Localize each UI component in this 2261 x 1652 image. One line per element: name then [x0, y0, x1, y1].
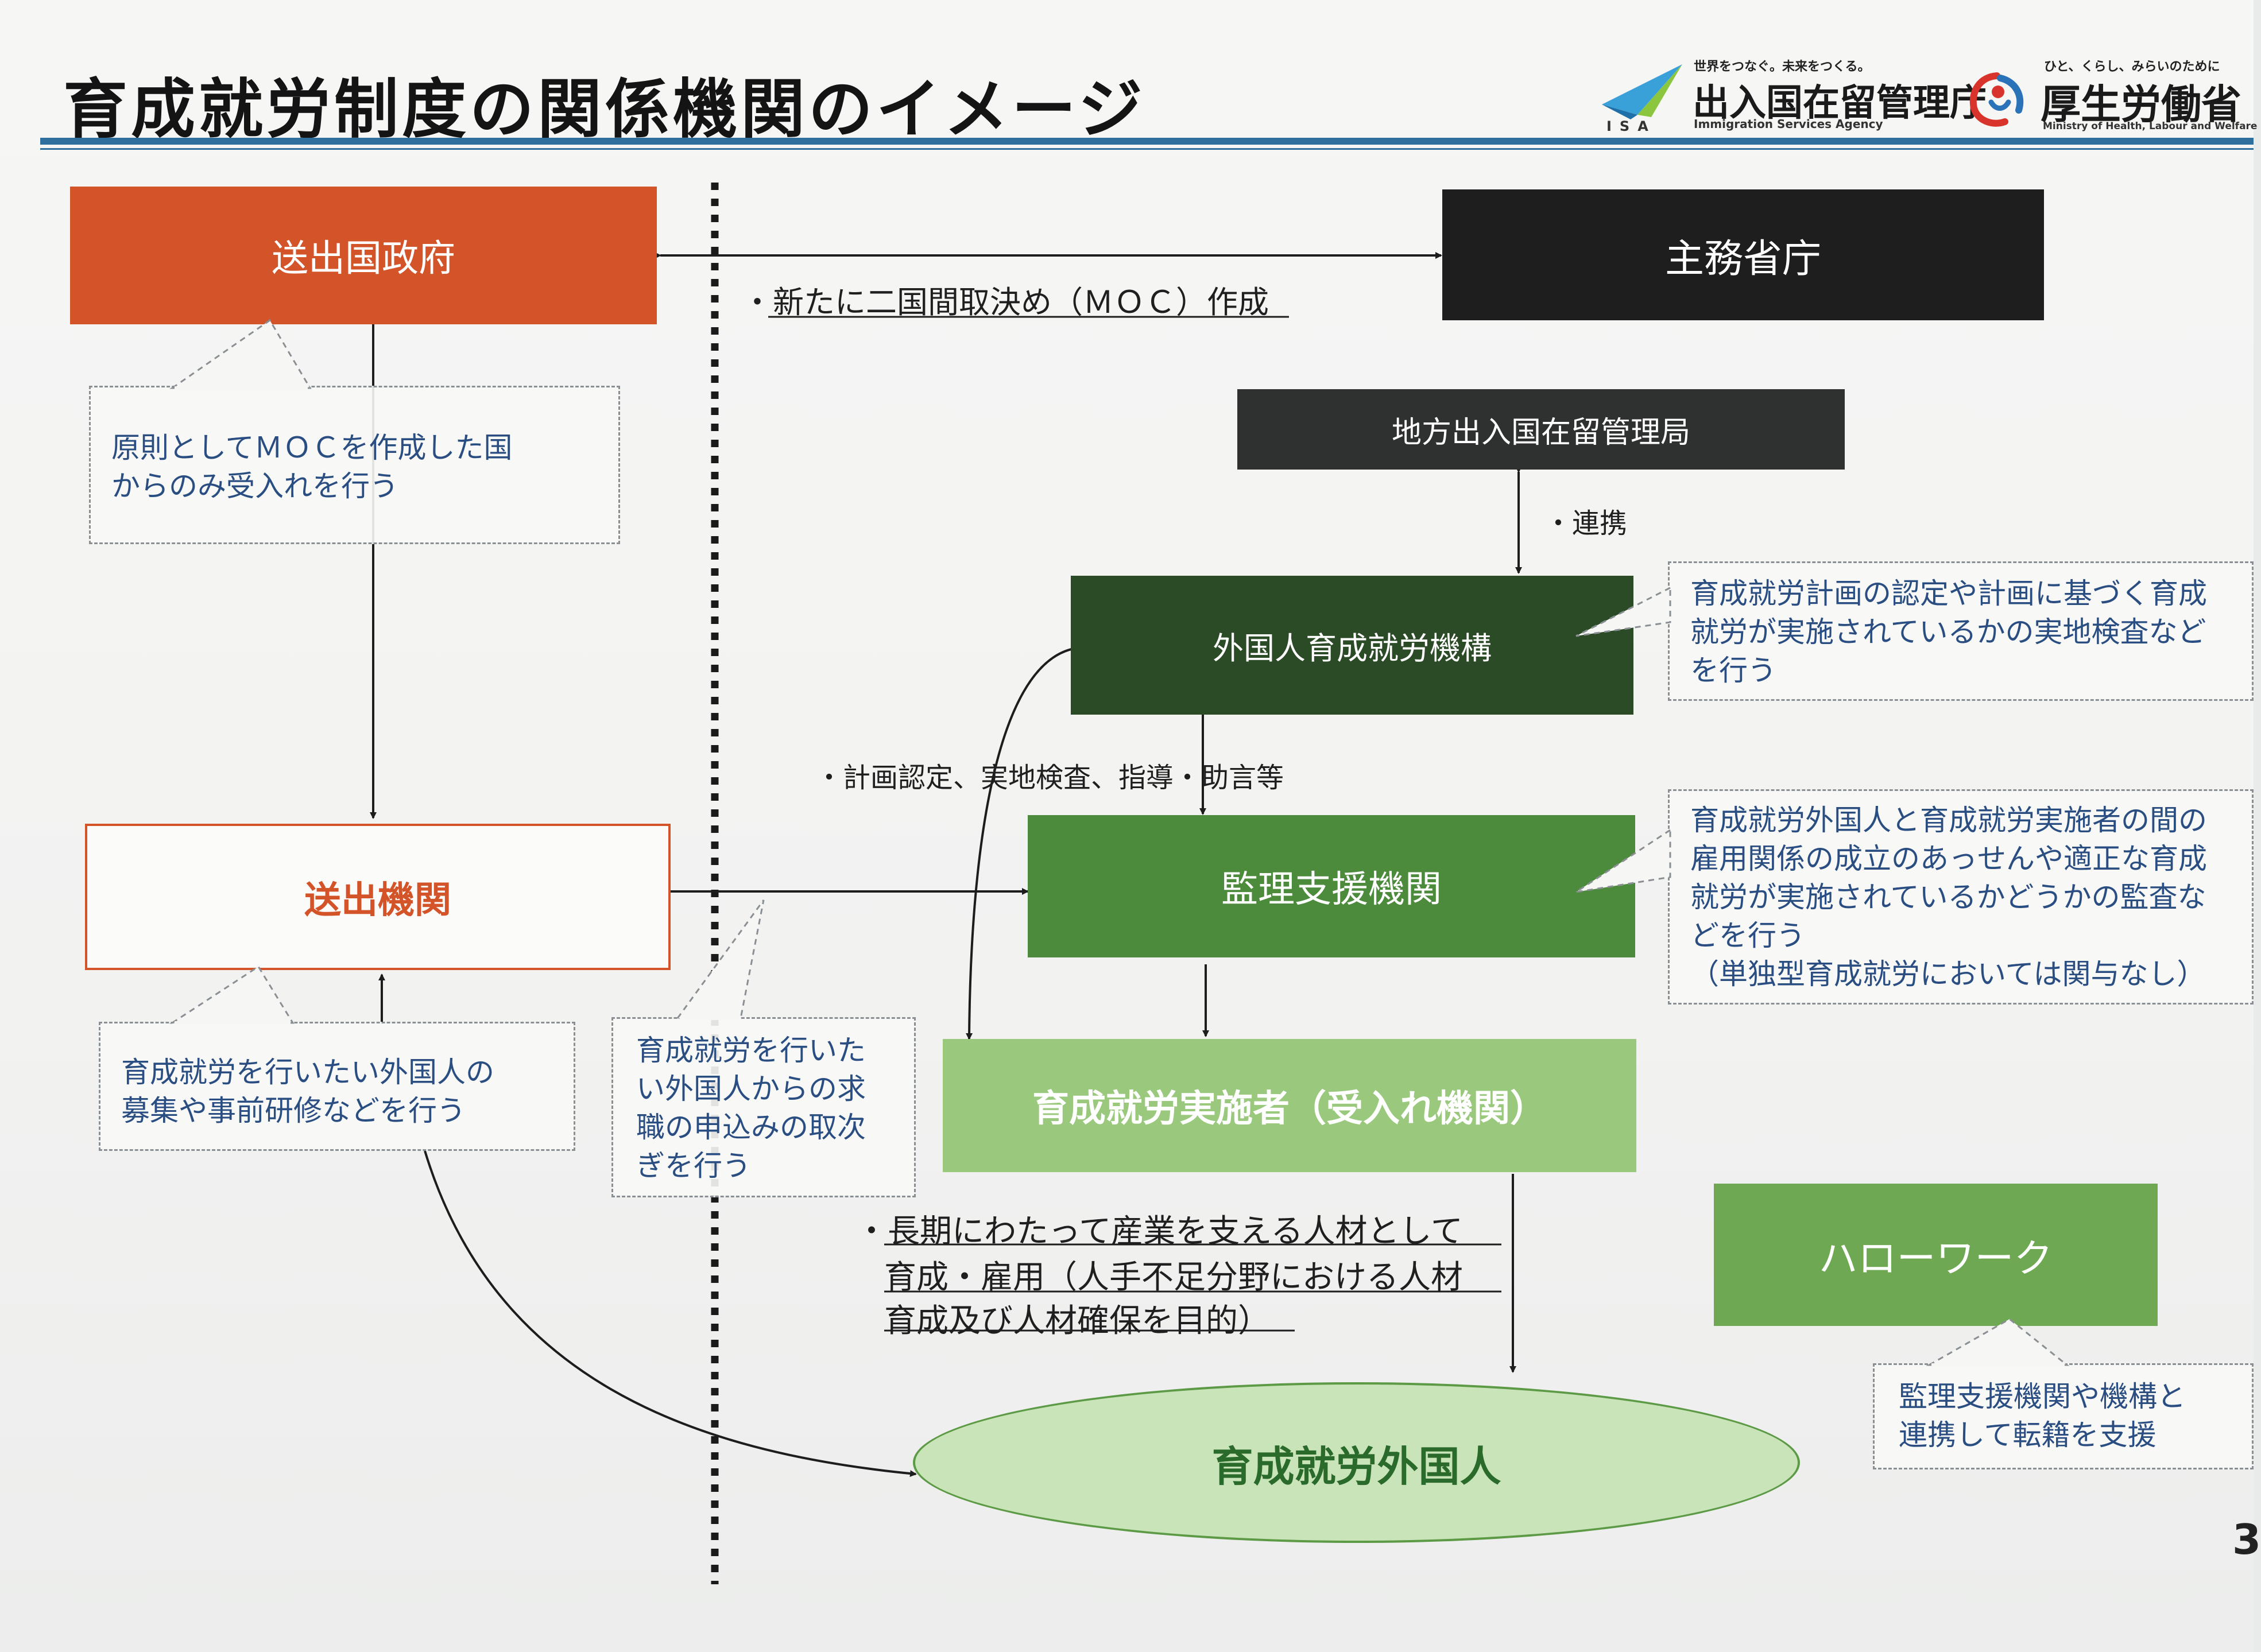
node-competent-ministries: 主務省庁: [1442, 189, 2044, 320]
callout-line: 育成就労を行いたい外国人の: [121, 1056, 494, 1089]
callout-line: どを行う: [1690, 919, 1805, 952]
callout-line: 育成就労外国人と育成就労実施者の間の: [1690, 804, 2207, 837]
callout-line: （単独型育成就労においては関与なし）: [1690, 957, 2206, 991]
isa-tagline: 世界をつなぐ。未来をつくる。: [1694, 60, 1871, 74]
isa-mark: ISA: [1606, 118, 1656, 134]
callout-pointer: [1575, 586, 1671, 637]
mhlw-logo: ひと、くらし、みらいのために 厚生労働省 Ministry of Health,…: [1964, 56, 2258, 137]
node-supervising-support-organization: 監理支援機関: [1028, 815, 1635, 957]
callout-line: からのみ受入れを行う: [111, 470, 398, 503]
node-sending-organization: 送出機関: [85, 824, 671, 970]
label-long-term-line: 育成・雇用（人手不足分野における人材: [884, 1259, 1463, 1296]
node-regional-immigration-bureau: 地方出入国在留管理局: [1237, 389, 1845, 470]
callout-line: 就労が実施されているかの実地検査など: [1690, 615, 2206, 649]
label-cooperation: ・連携: [1544, 507, 1628, 540]
callout-transfer-support: 監理支援機関や機構と 連携して転籍を支援: [1873, 1363, 2254, 1469]
title-underline-thin: [40, 148, 2254, 150]
mhlw-english: Ministry of Health, Labour and Welfare: [2043, 121, 2258, 132]
callout-line: 原則としてＭＯＣを作成した国: [111, 431, 513, 464]
callout-line: い外国人からの求: [636, 1072, 866, 1106]
label-long-term-line: ・長期にわたって産業を支える人材として: [855, 1213, 1463, 1250]
callout-recruitment: 育成就労を行いたい外国人の 募集や事前研修などを行う: [99, 1022, 575, 1151]
isa-name: 出入国在留管理庁: [1693, 82, 1987, 125]
callout-supervising-role: 育成就労外国人と育成就労実施者の間の 雇用関係の成立のあっせんや適正な育成 就労…: [1668, 789, 2254, 1005]
node-foreign-trainee: 育成就労外国人: [913, 1382, 1800, 1543]
isa-english: Immigration Services Agency: [1694, 117, 1883, 131]
node-sending-government: 送出国政府: [70, 187, 657, 324]
callout-pointer: [1926, 1318, 2070, 1367]
title-underline: [40, 138, 2254, 145]
mhlw-tagline: ひと、くらし、みらいのために: [2044, 60, 2220, 74]
label-long-term-line: 育成及び人材確保を目的）: [884, 1302, 1270, 1340]
label-plan-certification: ・計画認定、実地検査、指導・助言等: [815, 762, 1284, 794]
callout-line: 募集や事前研修などを行う: [121, 1094, 466, 1127]
callout-line: 監理支援機関や機構と: [1899, 1380, 2186, 1413]
callout-line: 就労が実施されているかどうかの監査な: [1690, 881, 2206, 914]
isa-paper-plane-icon: [1602, 64, 1682, 119]
callout-pointer: [169, 319, 312, 390]
label-long-term: ・長期にわたって産業を支える人材として 育成・雇用（人手不足分野における人材 育…: [855, 1205, 1463, 1340]
isa-logo: ISA 世界をつなぐ。未来をつくる。 出入国在留管理庁 Immigration …: [1596, 56, 1987, 137]
callout-line: 雇用関係の成立のあっせんや適正な育成: [1690, 842, 2207, 875]
callout-line: 育成就労計画の認定や計画に基づく育成: [1690, 577, 2207, 610]
callout-line: ぎを行う: [636, 1149, 751, 1182]
callout-pointer: [676, 899, 765, 1020]
label-moc: ・新たに二国間取決め（ＭＯＣ）作成: [742, 284, 1269, 320]
callout-moc-countries: 原則としてＭＯＣを作成した国 からのみ受入れを行う: [89, 386, 620, 544]
callout-line: 育成就労を行いた: [636, 1034, 866, 1067]
node-hello-work: ハローワーク: [1714, 1184, 2158, 1326]
callout-line: を行う: [1690, 654, 1776, 687]
node-implementing-organization: 育成就労実施者（受入れ機関）: [943, 1039, 1636, 1172]
page-title: 育成就労制度の関係機関のイメージ: [63, 72, 1146, 147]
mhlw-name: 厚生労働省: [2041, 81, 2241, 128]
page-number: 3: [2232, 1515, 2261, 1564]
node-training-employment-organization: 外国人育成就労機構: [1071, 576, 1633, 715]
callout-job-application: 育成就労を行いた い外国人からの求 職の申込みの取次 ぎを行う: [611, 1017, 916, 1197]
callout-organization-role: 育成就労計画の認定や計画に基づく育成 就労が実施されているかの実地検査など を行…: [1668, 561, 2254, 701]
callout-pointer: [169, 965, 295, 1025]
callout-line: 職の申込みの取次: [636, 1111, 866, 1144]
callout-line: 連携して転籍を支援: [1899, 1418, 2157, 1452]
callout-pointer: [1575, 828, 1671, 893]
mhlw-emblem-icon: [1969, 72, 2024, 127]
